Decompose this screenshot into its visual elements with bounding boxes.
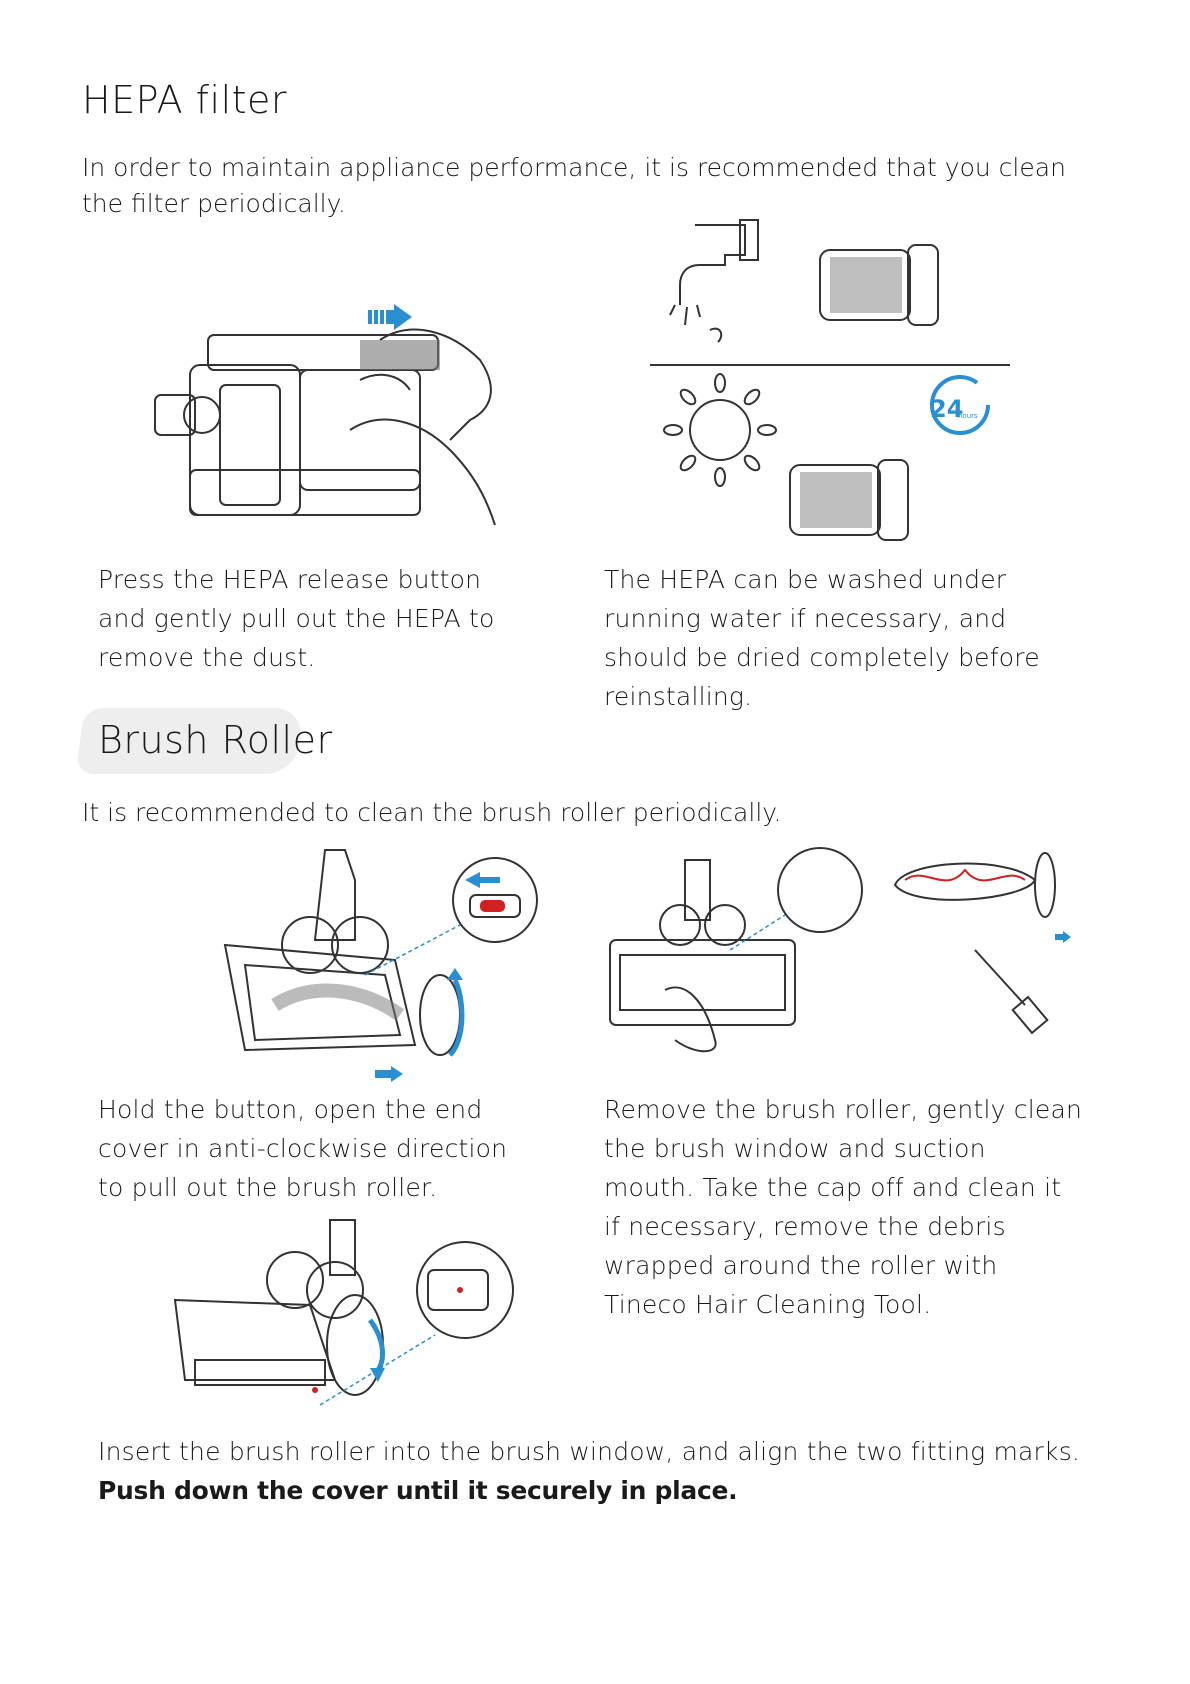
svg-text:24: 24 (930, 395, 963, 423)
hepa-intro: In order to maintain appliance performan… (82, 153, 1066, 218)
brush-open-cover-illustration (223, 849, 538, 1082)
arrow-right-icon (368, 304, 412, 330)
arrow-right-icon (1055, 931, 1071, 943)
water-tap-icon (679, 224, 746, 305)
svg-text:hours: hours (958, 412, 978, 420)
brush-title: Brush Roller (98, 718, 333, 762)
brush-step2-caption: Remove the brush roller, gently clean th… (604, 1095, 1083, 1319)
rotate-arrow-icon (448, 978, 465, 1057)
hepa-wash-dry-illustration: 24 hours (650, 219, 1010, 541)
brush-remove-clean-illustration (609, 847, 1071, 1053)
brush-step1-caption: Hold the button, open the end cover in a… (98, 1095, 508, 1202)
arrow-left-icon (465, 872, 500, 888)
brush-reinsert-illustration (173, 1219, 514, 1406)
arrow-right-icon (375, 1066, 403, 1082)
sun-icon (689, 399, 751, 461)
rotate-down-arrow-icon (367, 1318, 385, 1372)
brush-step3-line1: Insert the brush roller into the brush w… (98, 1437, 1081, 1466)
brush-intro: It is recommended to clean the brush rol… (82, 798, 782, 827)
hepa-title: HEPA filter (82, 78, 288, 122)
brush-step3-line2: Push down the cover until it securely in… (98, 1476, 738, 1505)
hepa-step2-caption: The HEPA can be washed under running wat… (604, 565, 1040, 711)
hepa-removal-illustration (154, 304, 496, 526)
clock-24h-icon: 24 hours (930, 375, 990, 435)
hepa-step1-caption: Press the HEPA release button and gently… (98, 565, 495, 672)
